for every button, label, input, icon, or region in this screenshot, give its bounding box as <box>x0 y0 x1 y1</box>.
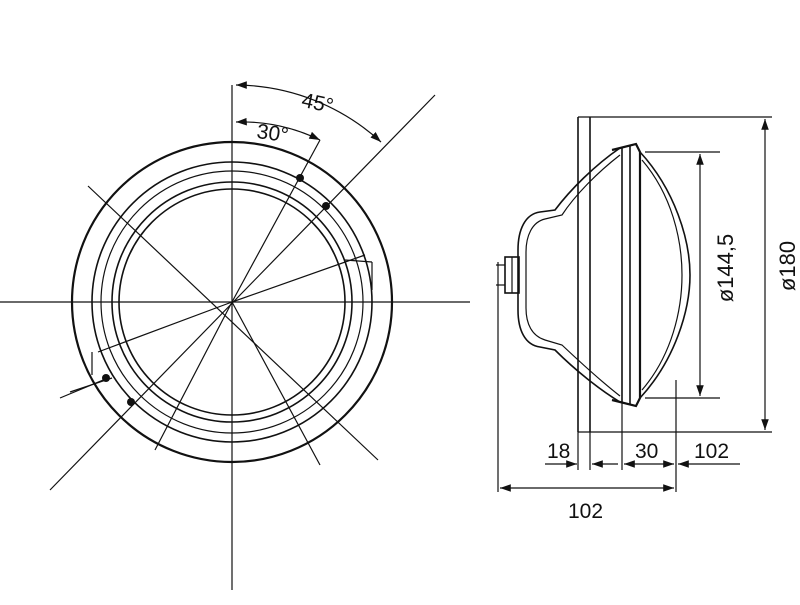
screw-top-1 <box>296 174 304 182</box>
reflector-body <box>517 147 621 403</box>
rim-outer <box>611 142 642 408</box>
arc-30 <box>235 117 321 141</box>
lens-diameter-label: ø144,5 <box>713 234 738 303</box>
outer-diameter-label: ø180 <box>775 241 800 291</box>
side-view: ø144,5 ø180 18 30 102 102 <box>496 116 800 523</box>
line-low-right-2 <box>231 301 321 466</box>
line-low-right <box>231 254 366 303</box>
total-length-label: 102 <box>568 500 603 523</box>
front-view: 45° 30° <box>0 81 470 590</box>
screw-top-2 <box>322 202 330 210</box>
screw-bottom-1 <box>102 374 110 382</box>
depth-30-label: 30 <box>635 440 658 463</box>
angle-30-label: 30° <box>255 120 290 147</box>
reflector-body-inner <box>525 154 621 397</box>
line-30deg <box>231 139 321 303</box>
adjuster-line-d <box>344 259 373 263</box>
screw-bottom-2 <box>127 398 135 406</box>
diagonal-45 <box>49 94 436 491</box>
line-low-left <box>97 301 233 353</box>
depth-18-label: 18 <box>547 440 570 463</box>
lens-outer <box>639 151 691 399</box>
angle-45-label: 45° <box>300 89 336 118</box>
lens-inner <box>641 159 683 391</box>
arc-45 <box>235 81 382 143</box>
line-30deg-opposite <box>154 301 233 451</box>
depth-102-label: 102 <box>694 440 729 463</box>
diagonal-135 <box>87 185 379 461</box>
adjuster-line-b <box>59 377 109 399</box>
